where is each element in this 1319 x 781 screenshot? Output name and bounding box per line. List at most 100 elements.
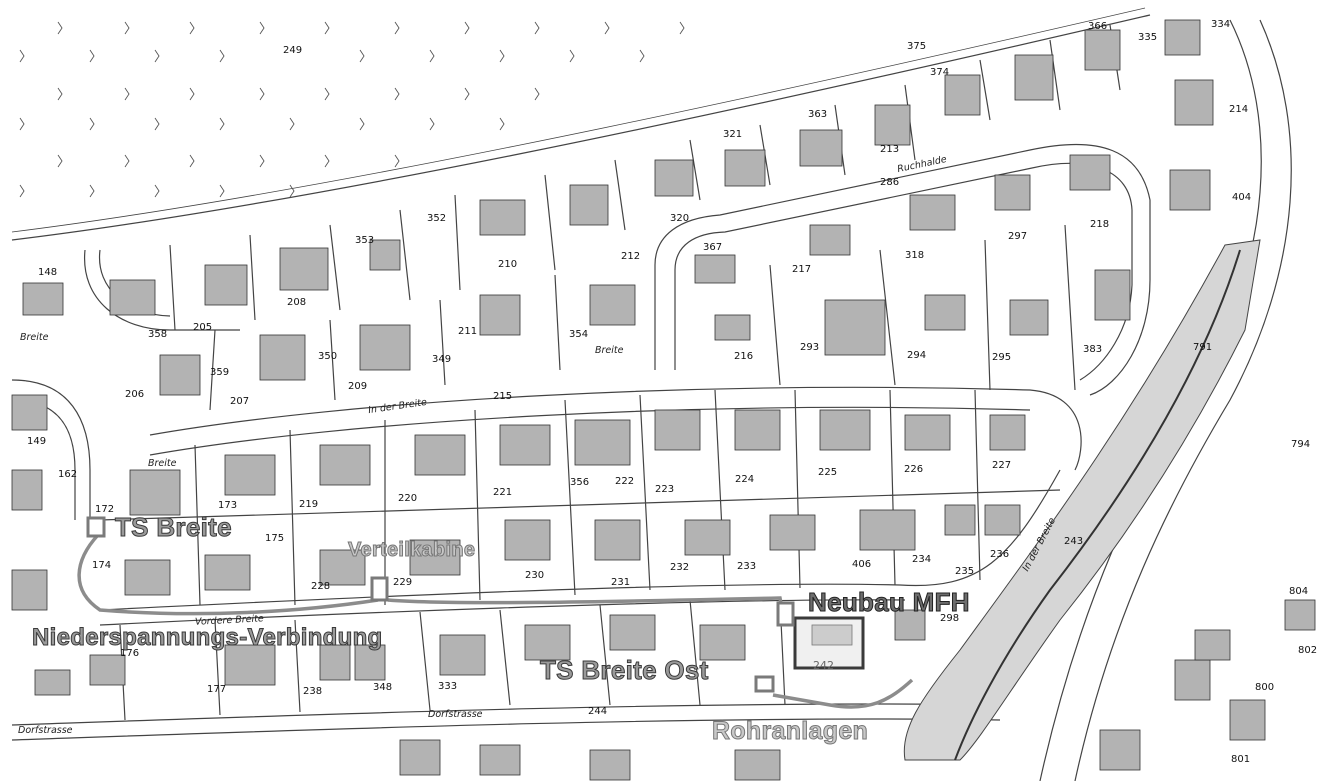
parcel-number: 222	[615, 476, 635, 487]
parcel-number: 210	[498, 259, 518, 270]
parcel-number: 223	[655, 484, 675, 495]
parcel-number: 294	[907, 350, 927, 361]
parcel-number: 231	[611, 577, 631, 588]
parcel-number: 353	[355, 235, 375, 246]
parcel-number: 229	[393, 577, 413, 588]
parcel-number: 348	[373, 682, 393, 693]
parcel-number: 176	[120, 648, 140, 659]
parcel-number: 221	[493, 487, 513, 498]
label-rohranlagen: Rohranlagen	[711, 717, 869, 745]
label-ts-breite-ost: TS Breite Ost	[540, 655, 709, 685]
parcel-number: 177	[207, 684, 227, 695]
road-in-der-breite	[149, 386, 1082, 471]
parcel-number: 406	[852, 559, 872, 570]
parcel-number: 226	[904, 464, 924, 475]
parcel-number: 172	[95, 504, 115, 515]
ts-breite-ost-marker	[754, 675, 775, 693]
parcel-number: 358	[148, 329, 168, 340]
parcel-number: 318	[905, 250, 925, 261]
parcel-number: 297	[1008, 231, 1028, 242]
parcel-number: 207	[230, 396, 250, 407]
parcel-number: 205	[193, 322, 213, 333]
parcel-number: 217	[792, 264, 812, 275]
parcel-number: 216	[734, 351, 754, 362]
parcel-number: 333	[438, 681, 458, 692]
parcel-number: 211	[458, 326, 478, 337]
street-breite-west: Breite	[20, 332, 49, 343]
parcel-number: 148	[38, 267, 58, 278]
parcel-number: 175	[265, 533, 285, 544]
parcel-number: 208	[287, 297, 307, 308]
parcel-number: 235	[955, 566, 975, 577]
parcel-number: 225	[818, 467, 838, 478]
parcel-number: 363	[808, 109, 828, 120]
parcel-number: 320	[670, 213, 690, 224]
parcel-number: 233	[737, 561, 757, 572]
forest-boundary	[11, 14, 1151, 241]
parcel-number: 350	[318, 351, 338, 362]
parcel-number: 236	[990, 549, 1010, 560]
parcel-number: 404	[1232, 192, 1252, 203]
parcel-number: 335	[1138, 32, 1158, 43]
parcel-number: 149	[27, 436, 47, 447]
parcel-number: 219	[299, 499, 319, 510]
parcel-number: 214	[1229, 104, 1249, 115]
parcel-number: 218	[1090, 219, 1110, 230]
parcel-number: 295	[992, 352, 1012, 363]
road-dorfstrasse	[11, 703, 1001, 726]
parcel-number: 791	[1193, 342, 1213, 353]
parcel-number: 209	[348, 381, 368, 392]
parcel-number: 234	[912, 554, 932, 565]
label-verteilkabine: Verteilkabine	[347, 539, 476, 561]
parcel-number: 334	[1211, 19, 1231, 30]
parcel-number: 249	[283, 45, 303, 56]
parcel-number: 349	[432, 354, 452, 365]
parcel-number: 162	[58, 469, 78, 480]
parcel-number: 374	[930, 67, 950, 78]
parcel-number: 802	[1298, 645, 1318, 656]
ts-breite-marker	[86, 516, 106, 538]
parcel-number: 238	[303, 686, 323, 697]
parcel-number: 228	[311, 581, 331, 592]
verteilkabine-marker	[370, 576, 389, 602]
parcel-number: 173	[218, 500, 238, 511]
street-dorfstrasse-west: Dorfstrasse	[18, 725, 73, 736]
parcel-number: 227	[992, 460, 1012, 471]
label-niederspannungs-verbindung: Niederspannungs-Verbindung	[32, 624, 383, 651]
parcel-number: 800	[1255, 682, 1275, 693]
parcel-number: 220	[398, 493, 418, 504]
parcel-number: 356	[570, 477, 590, 488]
parcel-number: 224	[735, 474, 755, 485]
parcel-number: 375	[907, 41, 927, 52]
parcel-number: 215	[493, 391, 513, 402]
label-parcel-242: 242	[813, 659, 834, 672]
parcel-number: 367	[703, 242, 723, 253]
parcel-number: 206	[125, 389, 145, 400]
parcel-number: 383	[1083, 344, 1103, 355]
stream-corridor	[903, 239, 1261, 761]
street-breite-south: Breite	[148, 458, 177, 469]
parcel-number: 212	[621, 251, 641, 262]
connection-lines	[77, 533, 914, 709]
parcel-number: 213	[880, 144, 900, 155]
parcel-number: 293	[800, 342, 820, 353]
road-ruchhalde	[654, 143, 1151, 396]
street-dorfstrasse: Dorfstrasse	[428, 709, 483, 720]
parcel-number: 174	[92, 560, 112, 571]
parcel-number: 794	[1291, 439, 1311, 450]
parcel-number: 804	[1289, 586, 1309, 597]
parcel-number: 230	[525, 570, 545, 581]
parcel-number: 321	[723, 129, 743, 140]
parcel-number: 298	[940, 613, 960, 624]
parcel-number: 366	[1088, 21, 1108, 32]
parcel-number: 244	[588, 706, 608, 717]
label-ts-breite: TS Breite	[115, 512, 233, 542]
buildings	[11, 19, 1316, 781]
street-breite-north: Breite	[595, 345, 624, 356]
parcel-number: 352	[427, 213, 447, 224]
parcel-number: 232	[670, 562, 690, 573]
parcel-number: 354	[569, 329, 589, 340]
parcel-number: 359	[210, 367, 230, 378]
